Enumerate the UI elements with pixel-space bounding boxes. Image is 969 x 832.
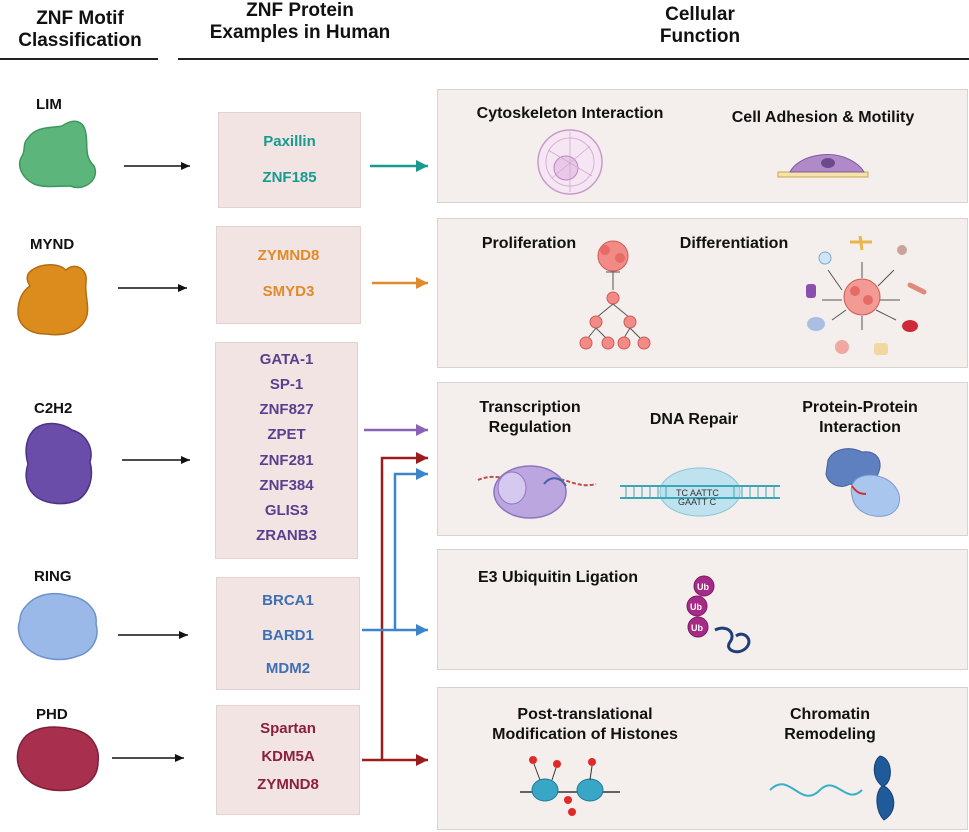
protein-zymnd8-phd: ZYMND8: [257, 776, 319, 793]
protein-header-line2: Examples in Human: [209, 22, 391, 43]
phd-protein-structure: [16, 726, 100, 792]
protein-znf185: ZNF185: [262, 169, 317, 186]
motif-label-phd: PHD: [36, 706, 68, 723]
mynd-protein-structure: [17, 264, 89, 336]
function-header-line1: Cellular: [665, 4, 735, 25]
motif-label-mynd: MYND: [30, 236, 75, 253]
c2h2-protein-structure: [25, 422, 93, 505]
function-transcription-regulation: Transcription Regulation: [479, 399, 581, 436]
function-cell-adhesion-motility: Cell Adhesion & Motility: [731, 109, 915, 126]
function-protein-protein-interaction: Protein-Protein Interaction: [802, 399, 918, 436]
protein-znf827: ZNF827: [259, 401, 314, 418]
protein-header-line1: ZNF Protein: [246, 0, 354, 21]
protein-box-ring: BRCA1 BARD1 MDM2: [216, 577, 360, 690]
function-header: Cellular Function: [600, 4, 800, 48]
motif-label-ring: RING: [34, 568, 72, 585]
protein-box-c2h2: GATA-1 SP-1 ZNF827 ZPET ZNF281 ZNF384 GL…: [215, 342, 358, 559]
function-box-cytoskeleton: [437, 89, 968, 203]
protein-sp1: SP-1: [269, 376, 304, 393]
protein-znf384: ZNF384: [259, 477, 314, 494]
protein-glis3: GLIS3: [264, 502, 309, 519]
function-cytoskeleton-interaction: Cytoskeleton Interaction: [476, 105, 664, 122]
protein-zranb3: ZRANB3: [256, 527, 317, 544]
protein-zpet: ZPET: [267, 426, 306, 443]
function-e3-ubiquitin-ligation: E3 Ubiquitin Ligation: [478, 569, 638, 586]
function-header-line2: Function: [659, 26, 741, 47]
protein-gata1: GATA-1: [259, 351, 314, 368]
protein-brca1: BRCA1: [262, 592, 314, 609]
protein-bard1: BARD1: [262, 627, 314, 644]
function-post-translational-modification: Post-translational Modification of Histo…: [492, 706, 678, 743]
function-proliferation: Proliferation: [481, 235, 577, 252]
motif-label-lim: LIM: [36, 96, 62, 113]
protein-box-lim: Paxillin ZNF185: [218, 112, 361, 208]
protein-spartan: Spartan: [260, 720, 316, 737]
protein-zymnd8: ZYMND8: [257, 247, 320, 264]
protein-smyd3: SMYD3: [262, 283, 315, 300]
function-chromatin-remodeling: Chromatin Remodeling: [784, 706, 876, 743]
function-differentiation: Differentiation: [679, 235, 789, 252]
protein-box-mynd: ZYMND8 SMYD3: [216, 226, 361, 324]
protein-box-phd: Spartan KDM5A ZYMND8: [216, 705, 360, 815]
arrow-phd-to-function: [362, 452, 428, 762]
protein-znf281: ZNF281: [259, 452, 314, 469]
motif-header-rule: [0, 58, 158, 60]
ring-protein-structure: [17, 592, 98, 661]
protein-header: ZNF Protein Examples in Human: [200, 0, 400, 44]
function-dna-repair: DNA Repair: [649, 411, 739, 428]
motif-header-line1: ZNF Motif: [36, 8, 124, 29]
arrow-ring-to-dna-repair: [362, 468, 428, 632]
protein-paxillin: Paxillin: [263, 133, 316, 150]
protein-kdm5a: KDM5A: [261, 748, 315, 765]
function-header-rule: [178, 58, 969, 60]
motif-label-c2h2: C2H2: [34, 400, 73, 417]
motif-header-line2: Classification: [18, 30, 142, 51]
protein-mdm2: MDM2: [265, 660, 311, 677]
motif-header: ZNF Motif Classification: [0, 8, 160, 52]
lim-protein-structure: [18, 120, 97, 189]
